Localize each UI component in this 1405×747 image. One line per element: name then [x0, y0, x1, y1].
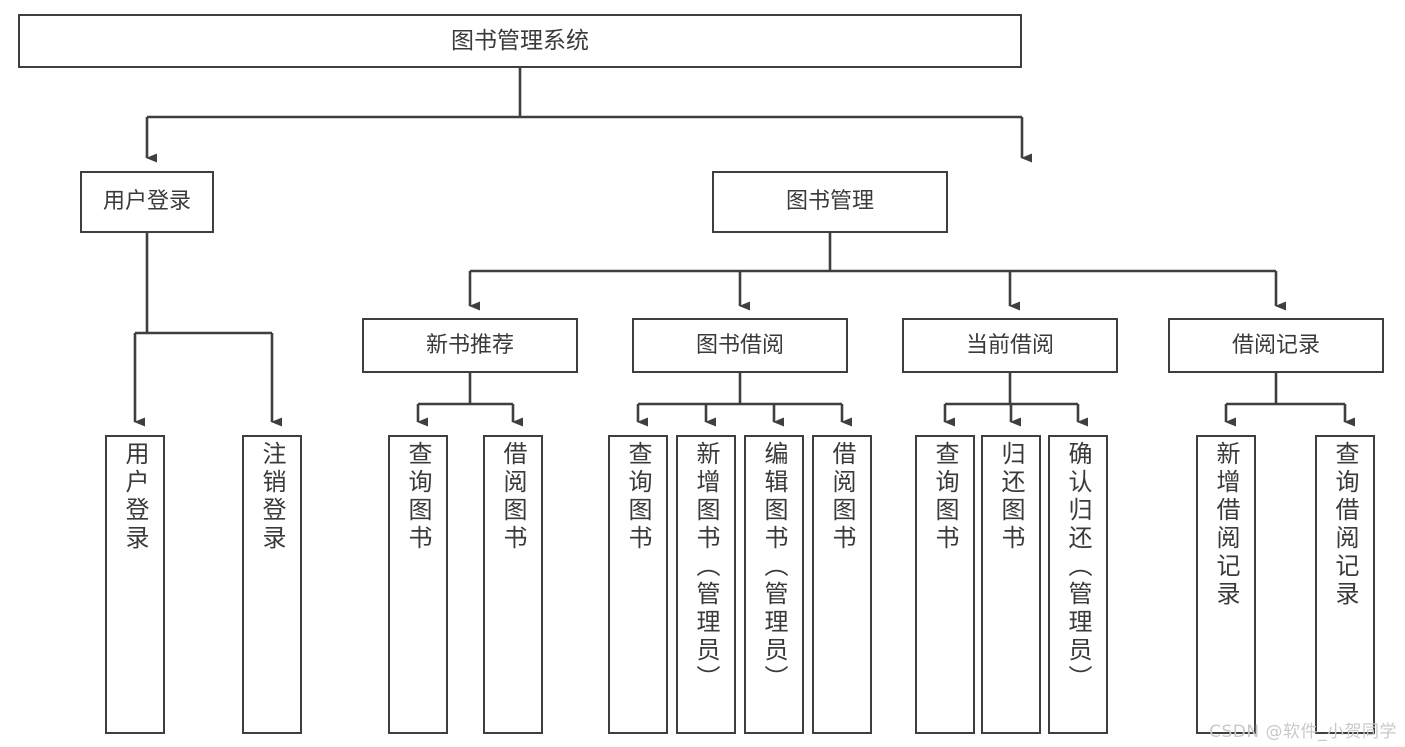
node-label: 归还图书	[997, 441, 1025, 553]
node-book-management[interactable]: 图书管理	[712, 171, 948, 233]
node-label: 用户登录	[102, 189, 191, 215]
node-label: 新增借阅记录	[1212, 441, 1240, 609]
leaf-book-borrow-add[interactable]: 新增图书（管理员）	[676, 435, 736, 734]
node-label: 图书管理	[785, 189, 874, 215]
leaf-user-login-login[interactable]: 用户登录	[105, 435, 165, 734]
node-label: 新书推荐	[425, 332, 514, 358]
node-label: 查询图书	[404, 441, 432, 553]
node-label: 查询图书	[931, 441, 959, 553]
node-label: 注销登录	[258, 441, 286, 553]
leaf-borrow-record-add[interactable]: 新增借阅记录	[1196, 435, 1256, 734]
node-user-login[interactable]: 用户登录	[80, 171, 214, 233]
node-label: 查询借阅记录	[1331, 441, 1359, 609]
leaf-new-book-query[interactable]: 查询图书	[388, 435, 448, 734]
node-label: 图书管理系统	[451, 27, 589, 54]
node-label: 图书借阅	[695, 332, 784, 358]
leaf-book-borrow-query[interactable]: 查询图书	[608, 435, 668, 734]
node-label: 借阅图书	[828, 441, 856, 553]
node-label: 编辑图书（管理员）	[760, 441, 788, 693]
node-label: 查询图书	[624, 441, 652, 553]
node-root-book-management-system[interactable]: 图书管理系统	[18, 14, 1022, 68]
leaf-user-login-logout[interactable]: 注销登录	[242, 435, 302, 734]
node-label: 借阅记录	[1231, 332, 1320, 358]
leaf-current-borrow-query[interactable]: 查询图书	[915, 435, 975, 734]
node-current-borrow[interactable]: 当前借阅	[902, 318, 1118, 373]
node-new-book-recommend[interactable]: 新书推荐	[362, 318, 578, 373]
leaf-new-book-borrow[interactable]: 借阅图书	[483, 435, 543, 734]
leaf-book-borrow-edit[interactable]: 编辑图书（管理员）	[744, 435, 804, 734]
node-label: 当前借阅	[965, 332, 1054, 358]
node-label: 新增图书（管理员）	[692, 441, 720, 693]
node-book-borrow[interactable]: 图书借阅	[632, 318, 848, 373]
node-borrow-record[interactable]: 借阅记录	[1168, 318, 1384, 373]
node-label: 用户登录	[121, 441, 149, 553]
csdn-watermark: CSDN @软件_小贺同学	[1209, 722, 1397, 742]
node-label: 借阅图书	[499, 441, 527, 553]
leaf-borrow-record-query[interactable]: 查询借阅记录	[1315, 435, 1375, 734]
leaf-current-borrow-return[interactable]: 归还图书	[981, 435, 1041, 734]
leaf-book-borrow-borrow[interactable]: 借阅图书	[812, 435, 872, 734]
leaf-current-borrow-confirm-return[interactable]: 确认归还（管理员）	[1048, 435, 1108, 734]
node-label: 确认归还（管理员）	[1064, 441, 1092, 693]
